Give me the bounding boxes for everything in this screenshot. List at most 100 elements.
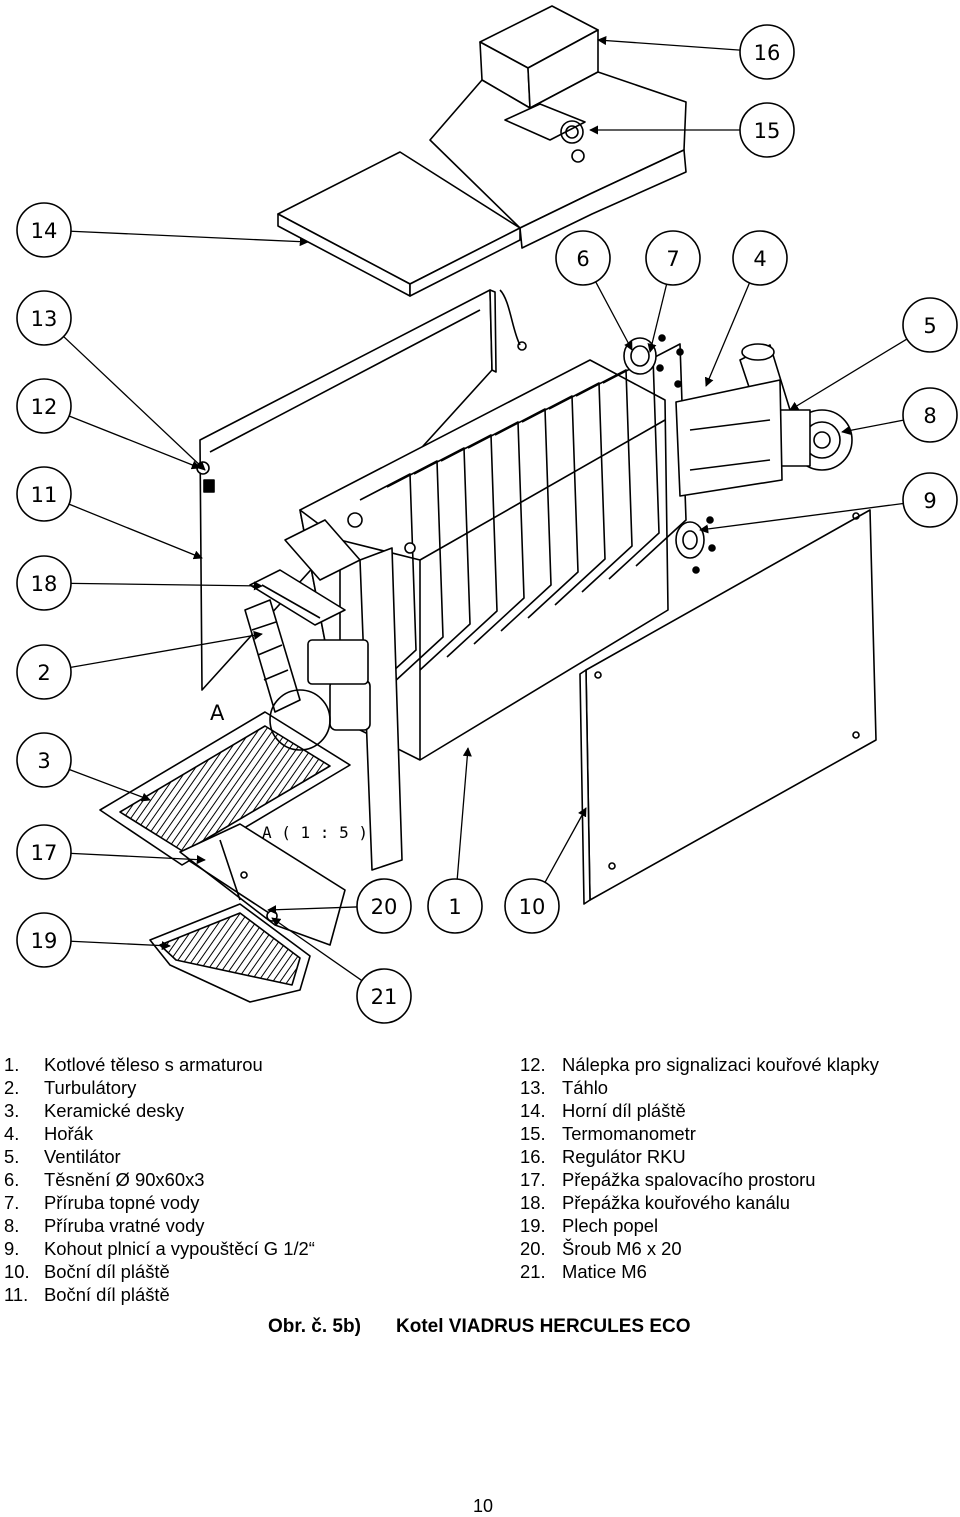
legend-item: 7. Příruba topné vody [4,1191,474,1214]
leader-lines [63,36,908,982]
legend-item-text: Přepážka spalovacího prostoru [562,1169,816,1190]
callout-number: 1 [448,895,461,919]
callout-number: 11 [31,483,58,507]
figure-title: Kotel VIADRUS HERCULES ECO [396,1316,691,1337]
callout-number: 17 [31,841,58,865]
legend-item-text: Těsnění Ø 90x60x3 [44,1169,205,1190]
leader-line-5 [789,338,908,411]
callout-number: 20 [371,895,398,919]
callout-circle [555,230,611,286]
legend-item: 18. Přepážka kouřového kanálu [520,1191,950,1214]
legend-item-number: 21. [520,1261,546,1282]
callout-number: 7 [666,247,679,271]
boiler-section-rib [413,447,471,671]
legend-item-text: Plech popel [562,1215,659,1236]
legend-item-number: 19. [520,1215,546,1236]
leader-line-21 [271,917,363,982]
legend-item-text: Přepážka kouřového kanálu [562,1192,790,1213]
legend-item-number: 8. [4,1215,20,1236]
callout-number: 9 [923,489,936,513]
callout-circle [16,378,72,434]
leader-line-18 [70,581,263,591]
legend-item-number: 11. [4,1284,29,1305]
callout-2: 2 [16,644,72,700]
callout-21: 21 [356,968,412,1024]
legend-item-number: 2. [4,1077,20,1098]
callout-number: 5 [923,314,936,338]
callout-number: 16 [754,41,781,65]
legend-item-text: Příruba topné vody [44,1192,200,1213]
ash-grate-part [99,711,351,866]
callout-circle [16,824,72,880]
leader-line-2 [70,630,263,669]
control-panel-part [429,71,687,249]
callout-3: 3 [16,732,72,788]
callout-8: 8 [902,387,958,443]
leader-line-12 [68,415,201,470]
legend-item-number: 16. [520,1146,546,1167]
legend-item-text: Hořák [44,1123,94,1144]
legend-item-text: Boční díl pláště [44,1284,170,1305]
callout-number: 3 [37,749,50,773]
callout-number: 2 [37,661,50,685]
callout-10: 10 [504,878,560,934]
legend-item-text: Keramické desky [44,1100,185,1121]
legend-item: 21.Matice M6 [520,1260,950,1283]
boiler-section-rib [440,434,498,658]
figure-number: Obr. č. 5b) [268,1316,361,1337]
leader-line-14 [70,230,309,247]
callout-number: 14 [31,219,58,243]
callout-circle [16,290,72,346]
callout-number: 21 [371,985,398,1009]
callout-circle [427,878,483,934]
front-flap-part [307,512,416,871]
legend-item-number: 6. [4,1169,20,1190]
legend-item-text: Příruba vratné vody [44,1215,205,1236]
boiler-section-rib [602,356,660,580]
callout-20: 20 [356,878,412,934]
legend-item: 14.Horní díl pláště [520,1099,950,1122]
leader-line-16 [597,36,741,51]
legend-item-text: Kotlové těleso s armaturou [44,1054,263,1075]
legend-item: 13.Táhlo [520,1076,950,1099]
callout-circle [504,878,560,934]
boiler-section-rib [467,421,525,645]
leader-line-17 [70,852,206,865]
leader-line-3 [69,768,151,802]
legend-item: 6. Těsnění Ø 90x60x3 [4,1168,474,1191]
callout-9: 9 [902,472,958,528]
legend-item-number: 9. [4,1238,20,1259]
legend-item-text: Termomanometr [562,1123,696,1144]
legend-item: 10.Boční díl pláště [4,1260,474,1283]
callout-circle [16,466,72,522]
legend-item-number: 7. [4,1192,20,1213]
legend-item-number: 14. [520,1100,546,1121]
boiler-section-rib [548,382,606,606]
callout-17: 17 [16,824,72,880]
legend-item: 9. Kohout plnicí a vypouštěcí G 1/2“ [4,1237,474,1260]
callout-circle [902,297,958,353]
legend-item-number: 20. [520,1238,546,1259]
callout-number: 13 [31,307,58,331]
legend-item: 8. Příruba vratné vody [4,1214,474,1237]
legend-item-text: Kohout plnicí a vypouštěcí G 1/2“ [44,1238,315,1259]
legend-item-number: 5. [4,1146,20,1167]
callout-number: 12 [31,395,58,419]
top-casing-plate-part [277,151,521,297]
leader-line-10 [544,807,587,883]
leader-line-4 [704,282,751,387]
legend-item-number: 18. [520,1192,546,1213]
legend-item: 20.Šroub M6 x 20 [520,1237,950,1260]
legend-item-text: Turbulátory [44,1077,137,1098]
boiler-section-rib [575,369,633,593]
callout-circle [902,472,958,528]
callout-circle [356,968,412,1024]
callout-12: 12 [16,378,72,434]
callout-circle [739,24,795,80]
legend-item: 16.Regulátor RKU [520,1145,950,1168]
leader-line-11 [68,503,203,560]
legend-item: 4.Hořák [4,1122,474,1145]
legend-item-text: Boční díl pláště [44,1261,170,1282]
